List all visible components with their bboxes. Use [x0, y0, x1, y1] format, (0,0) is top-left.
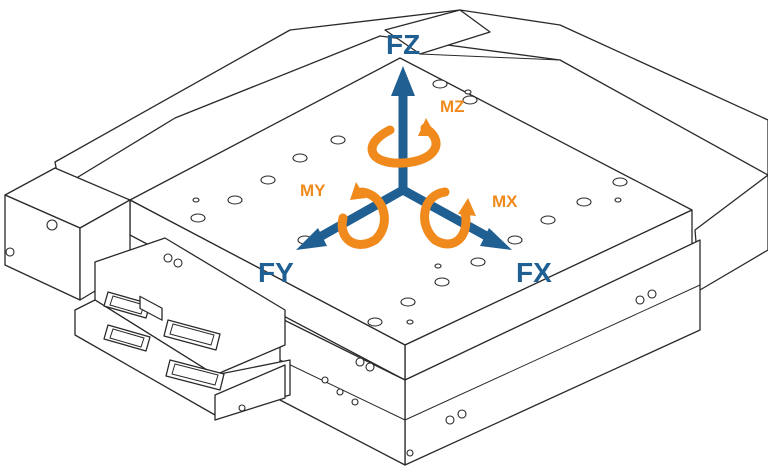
fy-axis [313, 185, 408, 243]
connector-modules [74, 237, 291, 421]
mz-arrowhead [418, 118, 436, 136]
label-fx: FX [516, 257, 552, 288]
moment-arrows [337, 118, 476, 249]
db-connector-4 [165, 359, 225, 391]
db-connector-2 [103, 324, 151, 352]
label-mx: MX [492, 192, 518, 211]
fx-axis [398, 185, 495, 243]
label-mz: MZ [440, 97, 465, 116]
my-arrowhead [350, 182, 366, 200]
side-details [139, 253, 657, 457]
fz-arrowhead [391, 66, 415, 96]
mz-arrow [367, 123, 441, 168]
fy-arrowhead [296, 228, 327, 250]
label-fy: FY [258, 257, 294, 288]
my-arrow [337, 187, 389, 249]
force-axes [296, 66, 512, 250]
fx-arrowhead [480, 228, 512, 250]
db-connector-1 [103, 291, 151, 319]
mx-arrowhead [458, 198, 476, 216]
db-connector-3 [163, 319, 221, 351]
mounting-holes [190, 79, 628, 327]
label-my: MY [300, 181, 326, 200]
mx-arrow [420, 187, 471, 249]
label-fz: FZ [386, 29, 420, 60]
